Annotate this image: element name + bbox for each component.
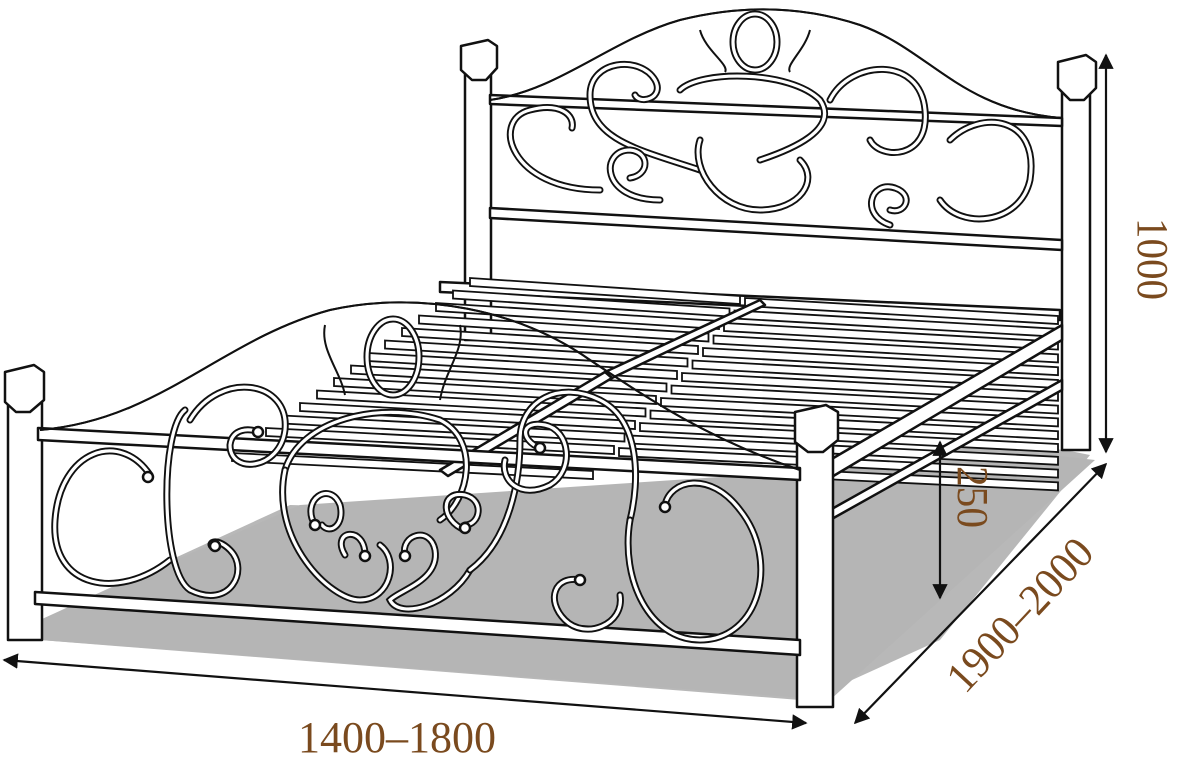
- clearance-label: 250: [948, 466, 997, 528]
- width-label: 1400–1800: [298, 713, 496, 762]
- slat: [702, 347, 1059, 377]
- height-label: 1000: [1128, 218, 1177, 300]
- slat: [401, 327, 699, 355]
- dimension-clearance: 250: [932, 440, 997, 600]
- slat: [384, 339, 689, 368]
- slat: [723, 322, 1059, 351]
- slat: [670, 384, 1059, 415]
- slat: [712, 334, 1059, 364]
- slat: [469, 277, 741, 305]
- slat: [435, 302, 720, 330]
- dimension-height: 1000: [1098, 53, 1177, 454]
- slat: [744, 297, 1059, 325]
- dimension-width: 1400–1800: [2, 653, 808, 762]
- slat: [418, 314, 710, 343]
- headboard: [459, 8, 1098, 452]
